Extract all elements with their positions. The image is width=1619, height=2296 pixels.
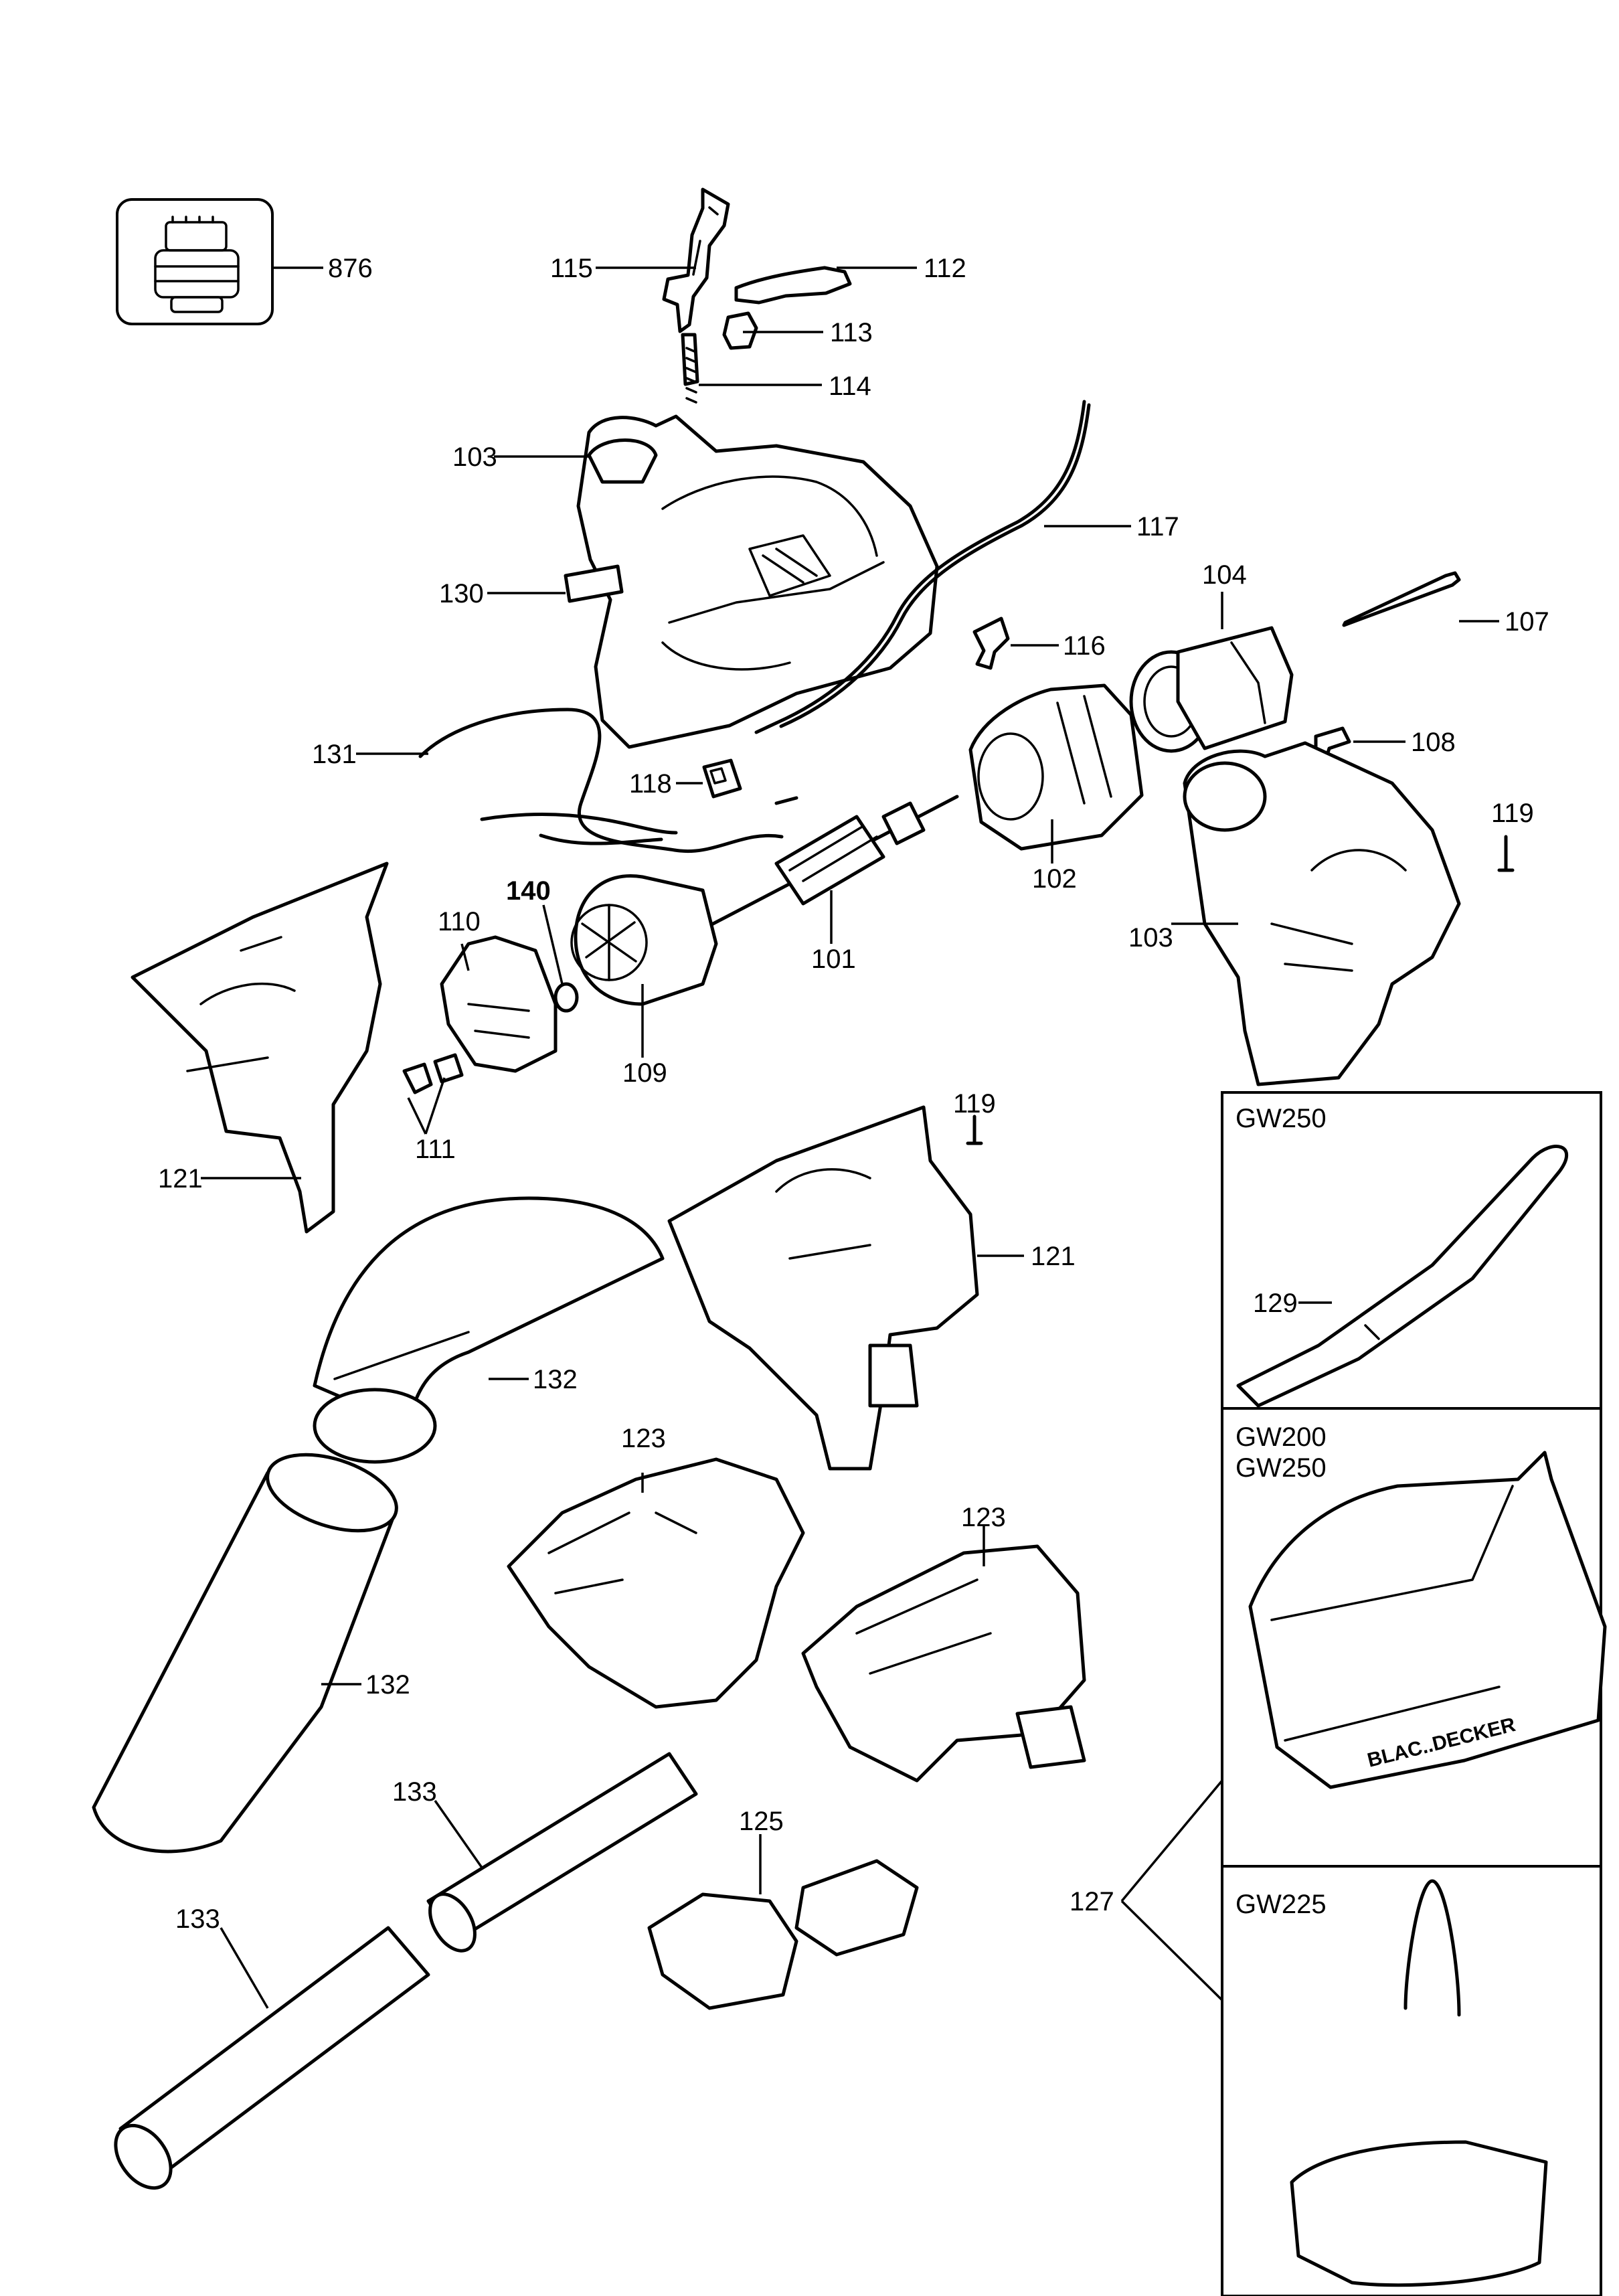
label-119-lower: 119 — [953, 1089, 996, 1119]
label-102: 102 — [1032, 864, 1077, 894]
part-110-fan-cover — [440, 935, 558, 1073]
part-121-side-housing-right — [667, 1105, 979, 1471]
label-112: 112 — [924, 254, 966, 283]
label-103-upper: 103 — [452, 442, 497, 472]
variant-gw200: GW200 — [1235, 1422, 1327, 1452]
part-109-fan — [570, 874, 718, 1006]
label-115: 115 — [550, 254, 593, 283]
label-140: 140 — [506, 876, 551, 906]
switch-assembly — [662, 187, 852, 404]
part-117-cable — [754, 400, 1091, 734]
label-121-right: 121 — [1031, 1242, 1076, 1271]
label-132-straight: 132 — [365, 1670, 410, 1700]
label-130: 130 — [439, 579, 484, 608]
part-127-bag-gw225 — [1290, 1879, 1548, 2287]
label-113: 113 — [830, 318, 873, 347]
part-131-wiring — [418, 708, 798, 853]
label-109: 109 — [622, 1058, 667, 1088]
part-103-lower-housing — [1183, 741, 1461, 1086]
part-119-screw — [1497, 835, 1515, 872]
part-125-fittings — [647, 1859, 919, 2010]
part-111-nuts — [402, 1053, 464, 1094]
part-133-tube-a — [426, 1752, 698, 1953]
label-119-upper: 119 — [1491, 799, 1534, 828]
label-876: 876 — [328, 254, 373, 283]
label-111: 111 — [415, 1135, 456, 1164]
label-125: 125 — [739, 1807, 784, 1836]
label-116: 116 — [1063, 631, 1106, 661]
variant-gw250: GW250 — [1235, 1104, 1327, 1133]
label-133-lower: 133 — [175, 1904, 220, 1934]
label-123-right: 123 — [961, 1503, 1006, 1532]
part-103-upper-housing — [576, 414, 939, 749]
label-117: 117 — [1136, 512, 1179, 542]
part-127-bag — [1248, 1451, 1607, 1789]
label-121-left: 121 — [158, 1164, 203, 1194]
variant-panel — [1221, 1091, 1607, 2296]
label-129: 129 — [1253, 1289, 1298, 1318]
part-118-switch — [702, 758, 742, 799]
label-101: 101 — [811, 945, 856, 974]
variant-gw250-bag: GW250 — [1235, 1453, 1327, 1483]
part-130-label — [564, 564, 624, 603]
part-876-inset — [116, 198, 323, 325]
part-129-strap — [1236, 1145, 1569, 1408]
part-123-lower-housing-right — [801, 1544, 1086, 1783]
label-133-upper: 133 — [392, 1777, 437, 1807]
label-108: 108 — [1411, 728, 1456, 757]
label-131: 131 — [312, 740, 357, 769]
part-132-straight-tube — [92, 1453, 398, 1854]
part-101-armature — [701, 795, 959, 931]
part-number-labels: 876 115 112 113 114 103 117 130 104 107 … — [158, 254, 1549, 1934]
label-132-curved: 132 — [533, 1365, 578, 1394]
part-116-clip — [972, 617, 1010, 670]
part-140-washer — [553, 982, 579, 1013]
label-118: 118 — [629, 769, 672, 799]
part-107-rod — [1342, 571, 1461, 627]
part-102-stator — [968, 683, 1144, 851]
label-104: 104 — [1202, 560, 1247, 590]
label-103-lower: 103 — [1128, 923, 1173, 953]
variant-gw225: GW225 — [1235, 1890, 1327, 1919]
label-127: 127 — [1070, 1887, 1114, 1916]
label-123-left: 123 — [621, 1424, 666, 1453]
label-107: 107 — [1505, 607, 1549, 637]
part-119-screw-b — [966, 1115, 983, 1145]
label-110: 110 — [438, 907, 481, 936]
part-121-side-housing-left — [131, 862, 389, 1234]
label-114: 114 — [829, 372, 871, 401]
part-104-brush-holder — [1129, 626, 1294, 753]
part-132-curved-tube — [313, 1196, 665, 1464]
part-133-tube-b — [114, 1926, 430, 2190]
part-123-lower-housing-left — [507, 1457, 805, 1709]
